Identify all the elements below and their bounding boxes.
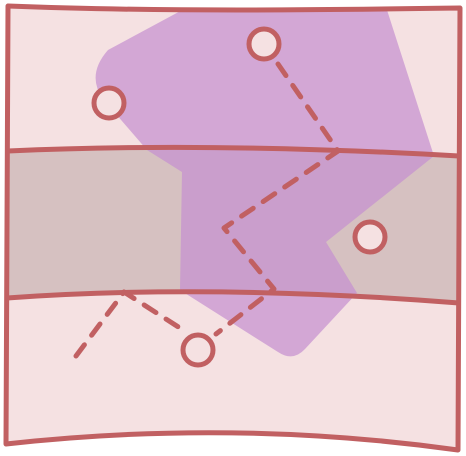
waypoint-marker-right[interactable] [352, 219, 388, 255]
dashed-route-main [213, 61, 341, 337]
waypoint-marker-top[interactable] [246, 26, 282, 62]
band-upper-boundary [7, 144, 460, 159]
waypoint-marker-left[interactable] [91, 85, 127, 121]
map-paper-outline [3, 3, 463, 453]
waypoint-marker-bottom[interactable] [180, 332, 216, 368]
highlighted-zone [95, 8, 434, 357]
dashed-route-branch [73, 289, 186, 359]
band-lower-boundary [6, 289, 460, 306]
